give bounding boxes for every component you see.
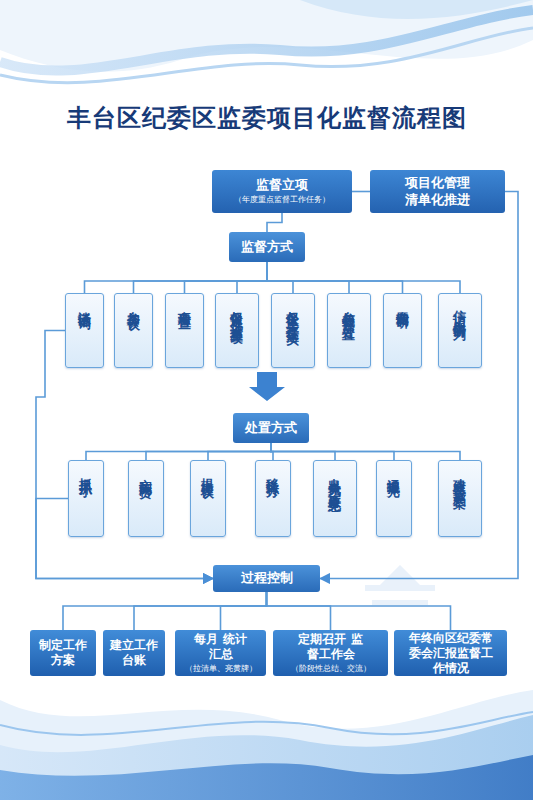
method-box: 移送转办 [255,460,291,537]
node-note: （拉清单、亮黄牌） [185,664,257,674]
node-label: 专项检查 [176,300,194,362]
node-label: 项目化管理 清单化推进 [398,175,478,208]
node-label: 参与线索 处置 [340,300,358,362]
node-label: 过程控制 [241,570,293,586]
connector [267,262,349,293]
connector [85,262,268,293]
method-box: 出具党风 廉政意见 [313,460,357,537]
down-arrow [249,372,285,401]
node-label: 监督立项 [256,177,308,193]
process-box: 监督立项 （年度重点监督工作任务） [212,170,352,213]
node-label: 督促主体 责任落实 [284,300,302,362]
method-box: 谈话函询 [65,293,104,368]
method-box: 参加会议 [114,293,153,368]
method-box: 信访 舆情研判 [438,293,482,368]
connector [267,262,403,293]
node-label: 通报曝光 [385,468,403,530]
connector [237,262,267,293]
node-label: 专题调研 [394,300,412,362]
title: 丰台区纪委区监委项目化监督流程图 [0,102,533,134]
process-box: 项目化管理 清单化推进 [370,170,505,213]
connector [267,592,331,630]
node-label: 定期召开 监督工作会 [295,632,367,662]
connector [36,499,213,579]
node-label: 实施问责 [137,468,155,530]
connector [63,592,267,630]
method-box: 督促巡视 巡查整改 [215,293,259,368]
connector [146,443,271,460]
node-note: （阶段性总结、交流） [291,664,371,674]
method-box: 建立监督 档案 [438,460,482,537]
method-box: 督促主体 责任落实 [271,293,315,368]
node-label: 处置方式 [245,420,297,436]
connector [352,191,370,193]
method-box: 专题调研 [383,293,422,368]
process-box: 处置方式 [233,413,309,443]
process-box: 过程控制 [213,565,320,592]
connector [208,443,271,460]
connector [185,262,268,293]
node-label: 年终向区纪委常委会汇报监督工作情况 [409,631,493,676]
node-label: 移送转办 [264,468,282,530]
process-box: 制定工作方案 [30,630,96,676]
process-box: 年终向区纪委常委会汇报监督工作情况 [394,630,507,676]
node-label: 监督方式 [241,239,293,255]
node-label: 信访 舆情研判 [451,300,469,362]
process-box: 定期召开 监督工作会 （阶段性总结、交流） [273,630,388,676]
connector [267,592,451,630]
process-box: 监督方式 [229,232,305,262]
node-label: 参加会议 [125,300,143,362]
node-note: （年度重点监督工作任务） [234,195,330,205]
method-box: 提出建议 [190,460,226,537]
connector [134,262,268,293]
connector [267,213,282,232]
method-box: 专项检查 [165,293,204,368]
node-label: 谈话函询 [76,300,94,362]
node-label: 建立监督 档案 [451,468,469,530]
node-label: 每月 统计汇总 [190,632,252,662]
method-box: 通报曝光 [376,460,412,537]
method-box: 抓早抓小 [68,460,104,537]
connector [134,592,267,630]
connector [86,443,271,460]
node-label: 督促巡视 巡查整改 [228,300,246,362]
node-label: 提出建议 [199,468,217,530]
process-box: 建立工作台账 [103,630,165,676]
method-box: 实施问责 [128,460,164,537]
node-label: 制定工作方案 [37,638,89,668]
node-label: 抓早抓小 [77,468,95,530]
connector [267,262,460,293]
connector [221,592,267,630]
connector [267,262,293,293]
node-label: 建立工作台账 [108,638,160,668]
method-box: 参与线索 处置 [327,293,371,368]
connector [271,443,460,460]
process-box: 每月 统计汇总 （拉清单、亮黄牌） [175,630,266,676]
node-label: 出具党风 廉政意见 [326,468,344,530]
